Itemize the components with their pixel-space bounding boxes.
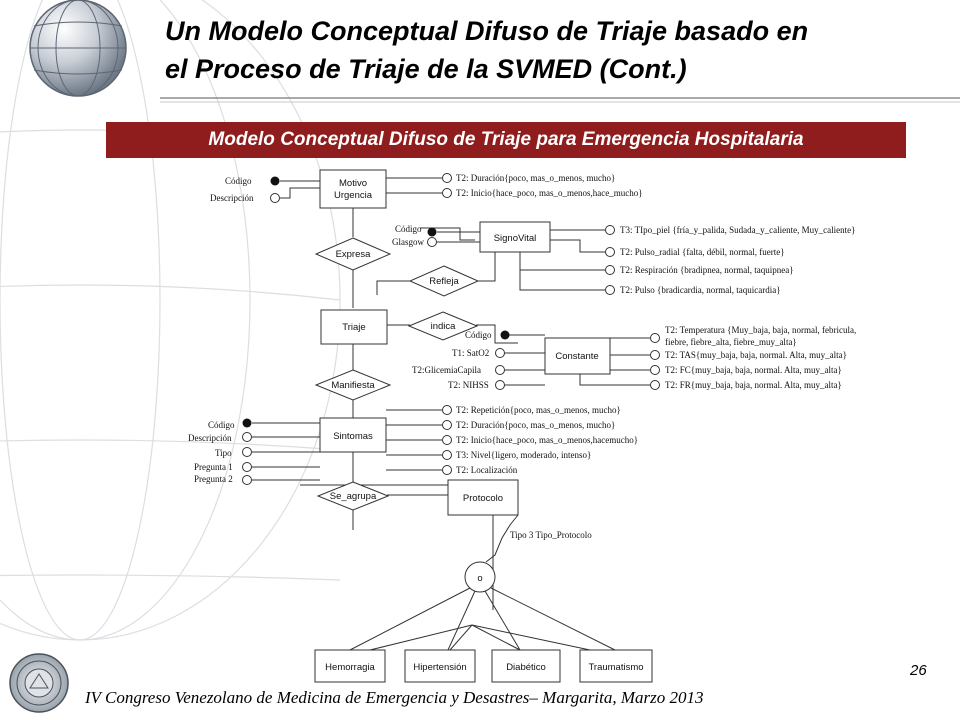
entity-constante-label: Constante <box>555 351 598 362</box>
footer-text: IV Congreso Venezolano de Medicina de Em… <box>85 688 704 707</box>
attr-signo-pulso-radial: T2: Pulso_radial {falta, débil, normal, … <box>620 247 785 257</box>
attr-constante-tas: T2: TAS{muy_baja, baja, normal. Alta, mu… <box>665 350 847 360</box>
attr-sintomas-descripcion: Descripción <box>188 433 232 443</box>
attr-motivo-descripcion: Descripción <box>210 193 254 203</box>
entity-protocolo-label: Protocolo <box>463 493 503 504</box>
relationship-se-agrupa: Se_agrupa <box>316 481 390 511</box>
slide-title-line2: el Proceso de Triaje de la SVMED (Cont.) <box>165 54 687 84</box>
slide-title-line1: Un Modelo Conceptual Difuso de Triaje ba… <box>165 16 809 46</box>
relationship-indica: indica <box>407 311 479 341</box>
attr-sintomas-localizacion: T2: Localización <box>456 465 518 475</box>
motivo-attributes: Código Descripción T2: Duración{poco, ma… <box>210 173 643 203</box>
entity-hipertension: Hipertensión <box>404 649 476 683</box>
constante-attributes: Código T1: SatO2 T2:GlicemiaCapila T2: N… <box>412 325 856 390</box>
attr-signo-pulso: T2: Pulso {bradicardia, normal, taquicar… <box>620 285 781 295</box>
relationship-refleja-label: Refleja <box>429 276 459 287</box>
attr-constante-fr: T2: FR{muy_baja, baja, normal. Alta, muy… <box>665 380 842 390</box>
entity-signo-label: SignoVital <box>494 233 537 244</box>
attr-sintomas-codigo: Código <box>208 420 235 430</box>
attr-sintomas-inicio: T2: Inicio{hace_poco, mas_o_menos,hacemu… <box>456 435 638 445</box>
attr-motivo-inicio: T2: Inicio{hace_poco, mas_o_menos,hace_m… <box>456 188 643 198</box>
er-diagram: Motivo Urgencia SignoVital Triaje Consta… <box>188 169 856 683</box>
entity-sintomas-label: Sintomas <box>333 431 373 442</box>
relationship-expresa-label: Expresa <box>336 249 372 260</box>
relationship-indica-label: indica <box>431 321 457 332</box>
attr-signo-tipo-piel: T3: TIpo_piel {fría_y_palida, Sudada_y_c… <box>620 225 855 235</box>
globe-icon <box>29 0 127 97</box>
relationship-manifiesta-label: Manifiesta <box>331 380 375 391</box>
attr-sintomas-duracion: T2: Duración{poco, mas_o_menos, mucho} <box>456 420 615 430</box>
relationship-se-agrupa-label: Se_agrupa <box>330 491 377 502</box>
entity-triaje-label: Triaje <box>342 322 365 333</box>
attr-constante-glicemia: T2:GlicemiaCapila <box>412 365 481 375</box>
attr-constante-fc: T2: FC{muy_baja, baja, normal. Alta, muy… <box>665 365 842 375</box>
attribute-markers <box>242 173 660 485</box>
sintomas-attributes: Código Descripción Tipo Pregunta 1 Pregu… <box>188 405 638 484</box>
entity-traumatismo-label: Traumatismo <box>588 662 643 673</box>
attr-motivo-codigo: Código <box>225 176 252 186</box>
attr-sintomas-tipo: Tipo <box>215 448 232 458</box>
entity-sintomas: Sintomas <box>319 417 387 453</box>
entity-motivo-label2: Urgencia <box>334 190 373 201</box>
subtitle-banner: Modelo Conceptual Difuso de Triaje para … <box>106 122 906 158</box>
entity-motivo-urgencia: Motivo Urgencia <box>319 169 387 209</box>
specialization-node: o Tipo 3 Tipo_Protocolo <box>349 514 616 651</box>
attr-sintomas-nivel: T3: Nivel{ligero, moderado, intenso} <box>456 450 591 460</box>
signo-attributes: Código Glasgow T3: TIpo_piel {fría_y_pal… <box>392 224 855 295</box>
attr-sintomas-pregunta2: Pregunta 2 <box>194 474 233 484</box>
connector-lines <box>252 177 650 651</box>
attr-sintomas-repeticion: T2: Repetición{poco, mas_o_menos, mucho} <box>456 405 621 415</box>
relationship-refleja: Refleja <box>408 265 480 297</box>
attr-signo-respiracion: T2: Respiración {bradipnea, normal, taqu… <box>620 265 794 275</box>
entity-diabetico-label: Diabético <box>506 662 546 673</box>
attr-constante-nihss: T2: NIHSS <box>448 380 489 390</box>
specialization-label: o <box>477 573 482 584</box>
relationship-expresa: Expresa <box>314 237 392 271</box>
university-seal-icon <box>9 653 69 713</box>
entity-hipertension-label: Hipertensión <box>413 662 466 673</box>
attr-constante-temperatura: T2: Temperatura {Muy_baja, baja, normal,… <box>665 325 856 335</box>
entity-hemorragia: Hemorragia <box>314 649 386 683</box>
specialization-type-label: Tipo 3 Tipo_Protocolo <box>510 530 592 540</box>
entity-signo-vital: SignoVital <box>479 221 551 253</box>
entity-hemorragia-label: Hemorragia <box>325 662 375 673</box>
attr-signo-glasgow: Glasgow <box>392 237 424 247</box>
entity-protocolo: Protocolo <box>447 479 519 516</box>
relationship-manifiesta: Manifiesta <box>314 369 392 401</box>
entity-motivo-label1: Motivo <box>339 178 367 189</box>
entity-triaje: Triaje <box>320 309 388 345</box>
attr-motivo-duracion: T2: Duración{poco, mas_o_menos, mucho} <box>456 173 615 183</box>
slide-title: Un Modelo Conceptual Difuso de Triaje ba… <box>165 12 945 88</box>
attr-sintomas-pregunta1: Pregunta 1 <box>194 462 233 472</box>
entity-constante: Constante <box>544 337 611 375</box>
page-number: 26 <box>910 662 927 679</box>
entity-diabetico: Diabético <box>491 649 561 683</box>
attr-constante-codigo: Código <box>465 330 492 340</box>
entity-traumatismo: Traumatismo <box>579 649 653 683</box>
attr-constante-temperatura-cont: fiebre, fiebre_alta, fiebre_muy_alta} <box>665 337 797 347</box>
attr-constante-sato2: T1: SatO2 <box>452 348 489 358</box>
attr-signo-codigo: Código <box>395 224 422 234</box>
